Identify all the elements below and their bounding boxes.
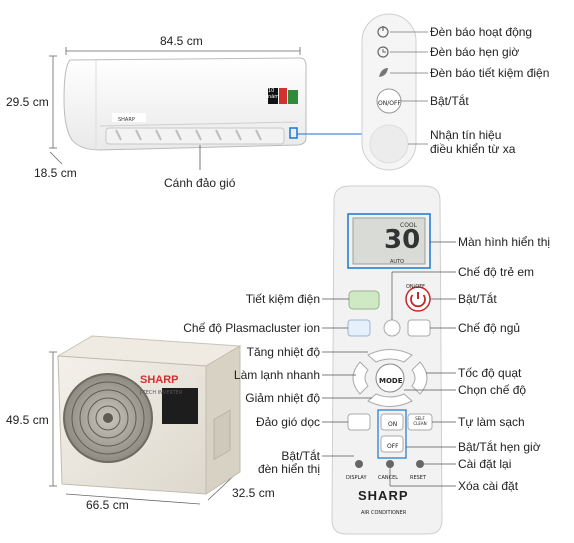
louver <box>105 127 285 145</box>
power-indicator-label: Đèn báo hoạt động <box>430 25 533 39</box>
child-mode-button[interactable] <box>383 319 401 337</box>
outdoor-unit <box>49 335 242 505</box>
temp-up-button[interactable] <box>367 349 413 363</box>
reset-text: RESET <box>410 475 427 481</box>
eco-indicator-label: Đèn báo tiết kiệm điện <box>430 66 550 80</box>
valve-cover <box>213 409 231 461</box>
display-screen-label: Màn hình hiển thị <box>458 235 551 249</box>
reset-label: Cài đặt lại <box>458 457 512 471</box>
display-highlight <box>347 213 431 269</box>
quick-cool-label: Làm lạnh nhanh <box>233 368 320 382</box>
temp-down-button[interactable] <box>367 393 413 407</box>
temp-up-label: Tăng nhiệt độ <box>246 345 320 359</box>
receiver-label-2: điều khiển từ xa <box>430 142 516 156</box>
self-clean-text: SELF CLEAN <box>413 416 427 426</box>
remote-control <box>322 185 456 535</box>
plasmacluster-badge <box>162 388 198 424</box>
plasmacluster-label: Chế độ Plasmacluster ion <box>183 321 320 335</box>
warranty-text: 10 năm <box>268 88 280 100</box>
indoor-unit <box>49 47 364 170</box>
swing-label: Đảo gió dọc <box>255 415 320 429</box>
timer-on-button[interactable] <box>380 413 404 431</box>
indoor-brand-text: SHARP <box>118 117 135 123</box>
receiver-highlight <box>289 127 298 139</box>
eco-button[interactable] <box>348 290 380 310</box>
mode-text: MODE <box>379 377 403 385</box>
indicator-panel <box>361 13 428 171</box>
remote-brand: SHARP <box>358 488 409 503</box>
outdoor-width-line <box>65 493 201 505</box>
lcd-auto: AUTO <box>390 259 405 265</box>
outdoor-width-label: 66.5 cm <box>86 498 129 512</box>
display-label-2: đèn hiển thị <box>257 462 320 476</box>
indoor-width-label: 84.5 cm <box>160 34 203 48</box>
leaf-indicator-icon <box>379 68 388 77</box>
remote-lcd <box>352 217 426 265</box>
remote-leader-lines <box>322 241 456 487</box>
timer-indicator-icon <box>377 46 389 58</box>
timer-off-text: OFF <box>387 443 399 450</box>
cancel-text: CANCEL <box>378 475 399 481</box>
temp-down-label: Giảm nhiệt độ <box>245 391 320 405</box>
panel-onoff-label: Bật/Tắt <box>430 94 469 108</box>
timer-off-button[interactable] <box>380 435 404 453</box>
receiver-label-1: Nhận tín hiệu <box>430 128 502 142</box>
energy-label <box>288 90 298 104</box>
timer-on-text: ON <box>388 421 398 428</box>
outdoor-height-label: 49.5 cm <box>6 413 49 427</box>
timer-indicator-label: Đèn báo hẹn giờ <box>430 45 520 59</box>
sleep-button[interactable] <box>407 319 431 337</box>
indoor-depth-label: 18.5 cm <box>34 166 77 180</box>
fan-speed-label: Tốc độ quạt <box>458 366 522 380</box>
mode-button[interactable] <box>375 363 405 393</box>
cancel-button[interactable] <box>386 460 394 468</box>
outdoor-depth-label: 32.5 cm <box>232 486 275 500</box>
remote-onoff-label: Bật/Tắt <box>458 292 497 306</box>
quick-cool-button[interactable] <box>352 361 369 395</box>
cancel-label: Xóa cài đặt <box>458 479 519 493</box>
louver-label: Cánh đảo gió <box>164 176 236 190</box>
lcd-temperature: 30 <box>384 225 421 255</box>
plasmacluster-button[interactable] <box>347 319 371 337</box>
brand-logo <box>112 113 146 122</box>
ir-receiver <box>369 124 409 164</box>
timer-highlight <box>377 409 407 459</box>
warranty-badge <box>268 88 278 104</box>
outdoor-subbrand: J-TECH INVERTER <box>140 390 183 396</box>
child-mode-label: Chế độ trẻ em <box>458 265 535 279</box>
display-label-1: Bật/Tắt <box>281 449 320 463</box>
lcd-mode: COOL <box>400 222 417 229</box>
self-clean-label: Tự làm sạch <box>458 415 525 429</box>
display-text: DISPLAY <box>346 475 367 481</box>
eco-label: Tiết kiệm điện <box>245 292 320 306</box>
remote-subtitle: AIR CONDITIONER <box>361 510 407 516</box>
reset-button[interactable] <box>416 460 424 468</box>
panel-onoff-text: ON/OFF <box>378 100 401 107</box>
swing-button[interactable] <box>347 413 371 431</box>
display-button[interactable] <box>355 460 363 468</box>
indoor-height-label: 29.5 cm <box>6 95 49 109</box>
sleep-label: Chế độ ngủ <box>458 321 521 335</box>
mode-select-label: Chọn chế độ <box>458 383 527 397</box>
timer-onoff-label: Bật/Tắt hẹn giờ <box>458 440 541 454</box>
outdoor-brand: SHARP <box>140 374 179 386</box>
remote-onoff-text: ON/OFF <box>406 284 426 290</box>
